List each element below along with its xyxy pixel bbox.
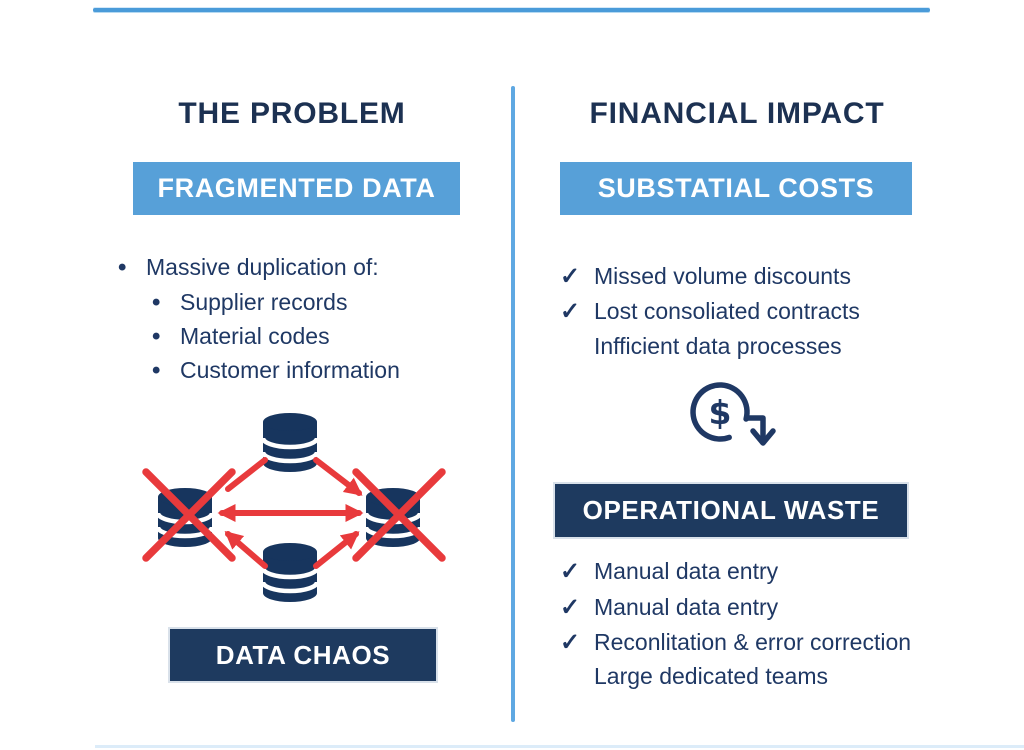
cross-out-icons	[142, 468, 446, 562]
left-column-title: THE PROBLEM	[178, 97, 406, 130]
bullet-icon: •	[152, 289, 161, 316]
bottom-divider-line	[95, 745, 1024, 748]
arrow-bottom-to-left	[224, 531, 268, 569]
list-item: • Massive duplication of:	[118, 252, 379, 283]
top-divider-line	[93, 8, 930, 12]
data-chaos-diagram	[142, 400, 446, 624]
down-arrow-icon	[744, 415, 776, 446]
dollar-circle	[690, 382, 750, 442]
arrow-bottom-to-right	[313, 531, 360, 569]
arrow-top-to-left	[225, 457, 268, 492]
checkmark-icon: ✓	[560, 629, 581, 656]
database-icon-bottom	[263, 543, 317, 602]
checkmark-icon: ✓	[560, 594, 581, 621]
substantial-costs-banner: SUBSTATIAL COSTS	[560, 162, 912, 215]
list-item: • Material codes	[152, 321, 330, 352]
list-item-label: Reconlitation & error correction	[594, 629, 912, 655]
list-item-label: Lost consoliated contracts	[594, 298, 860, 324]
list-item: Infficient data processes	[560, 331, 842, 361]
dollar-decrease-icon: $	[690, 382, 776, 446]
data-chaos-banner: DATA CHAOS	[168, 627, 438, 683]
list-item-label: Customer information	[180, 357, 400, 383]
bullet-icon: •	[152, 323, 161, 350]
list-item-label: Large dedicated teams	[594, 663, 828, 689]
column-divider-line	[511, 86, 515, 722]
list-item-label: Supplier records	[180, 289, 348, 315]
x-cross-icon-left	[142, 468, 236, 562]
dollar-sign: $	[709, 393, 732, 432]
list-item-label: Massive duplication of:	[146, 254, 379, 280]
checkmark-icon: ✓	[560, 298, 581, 325]
list-item: ✓ Manual data entry	[560, 556, 778, 587]
list-item: • Supplier records	[152, 287, 347, 318]
list-item-label: Missed volume discounts	[594, 263, 851, 289]
list-item: Large dedicated teams	[560, 661, 828, 691]
operational-waste-banner: OPERATIONAL WASTE	[553, 482, 909, 539]
database-icon-top	[263, 413, 317, 472]
x-cross-icon-right	[352, 468, 446, 562]
fragmented-data-banner: FRAGMENTED DATA	[133, 162, 460, 215]
list-item: ✓ Lost consoliated contracts	[560, 296, 860, 327]
bullet-icon: •	[118, 254, 127, 281]
list-item-label: Infficient data processes	[594, 333, 842, 359]
arrow-top-to-right	[313, 457, 363, 496]
list-item: ✓ Manual data entry	[560, 592, 778, 623]
list-item: ✓ Reconlitation & error correction	[560, 627, 911, 658]
checkmark-icon: ✓	[560, 558, 581, 585]
list-item-label: Manual data entry	[594, 558, 779, 584]
checkmark-icon: ✓	[560, 263, 581, 290]
list-item-label: Manual data entry	[594, 594, 779, 620]
list-item: • Customer information	[152, 355, 400, 386]
list-item: ✓ Missed volume discounts	[560, 261, 851, 292]
list-item-label: Material codes	[180, 323, 330, 349]
sync-arrows	[217, 457, 364, 569]
right-column-title: FINANCIAL IMPACT	[589, 97, 885, 130]
bullet-icon: •	[152, 357, 161, 384]
